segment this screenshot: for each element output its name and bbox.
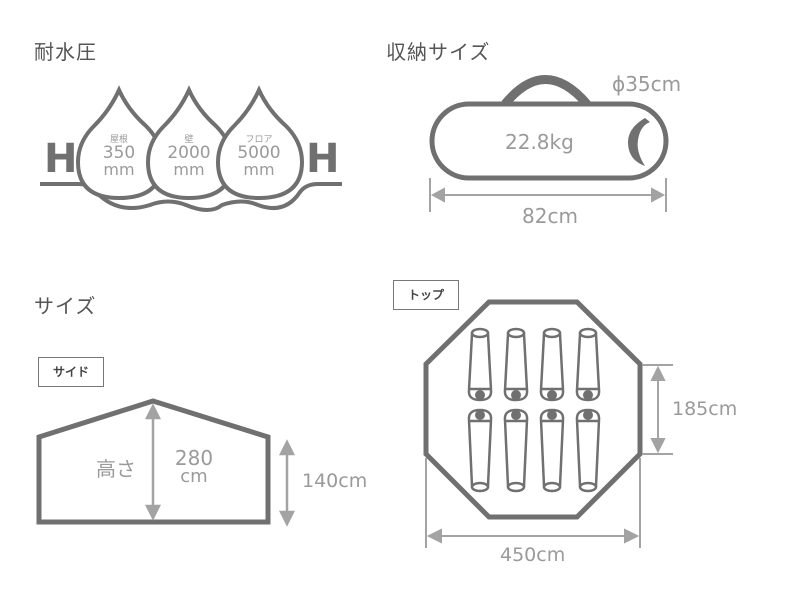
height-number: 280 [174, 446, 214, 470]
drop-wall-label: 壁 [184, 135, 194, 145]
height-value: 280 cm [174, 448, 214, 486]
storage-length: 82cm [522, 204, 578, 228]
side-view-tag: サイド [38, 357, 104, 387]
water-resistance-heading: 耐水圧 [34, 40, 97, 64]
top-view-tag: トップ [393, 280, 459, 310]
drop-roof-unit: mm [103, 160, 135, 179]
bag-handle [501, 75, 591, 107]
wall-height: 140cm [302, 470, 368, 492]
h-mark-right: H [306, 136, 340, 182]
drop-floor-outline [215, 85, 305, 201]
top-width: 450cm [500, 544, 566, 566]
drop-wall-value: 2000 [167, 143, 211, 163]
size-heading: サイズ [34, 294, 97, 318]
sleeping-bags [467, 327, 601, 493]
bag-end-opening [628, 118, 650, 166]
drop-roof: 屋根 350 mm [89, 132, 149, 179]
height-unit: cm [180, 466, 208, 487]
drop-wall-outline [145, 85, 235, 201]
bag-body [429, 101, 669, 181]
drop-floor-value: 5000 [237, 143, 281, 163]
drop-roof-value: 350 [102, 143, 136, 163]
drop-wall-unit: mm [173, 160, 205, 179]
drop-wall: 壁 2000 mm [159, 132, 219, 179]
drop-floor-unit: mm [243, 160, 275, 179]
drop-floor-label: フロア [245, 135, 273, 145]
top-side-length: 185cm [672, 398, 738, 420]
drop-roof-outline [75, 85, 165, 201]
storage-weight: 22.8kg [505, 130, 574, 154]
height-label: 高さ [96, 457, 136, 481]
drop-floor: フロア 5000 mm [229, 132, 289, 179]
h-mark-left: H [44, 136, 78, 182]
top-outline-octagon [423, 299, 643, 520]
drop-roof-label: 屋根 [109, 135, 128, 145]
storage-size-heading: 収納サイズ [386, 40, 491, 64]
storage-diameter: ϕ35cm [612, 72, 682, 96]
